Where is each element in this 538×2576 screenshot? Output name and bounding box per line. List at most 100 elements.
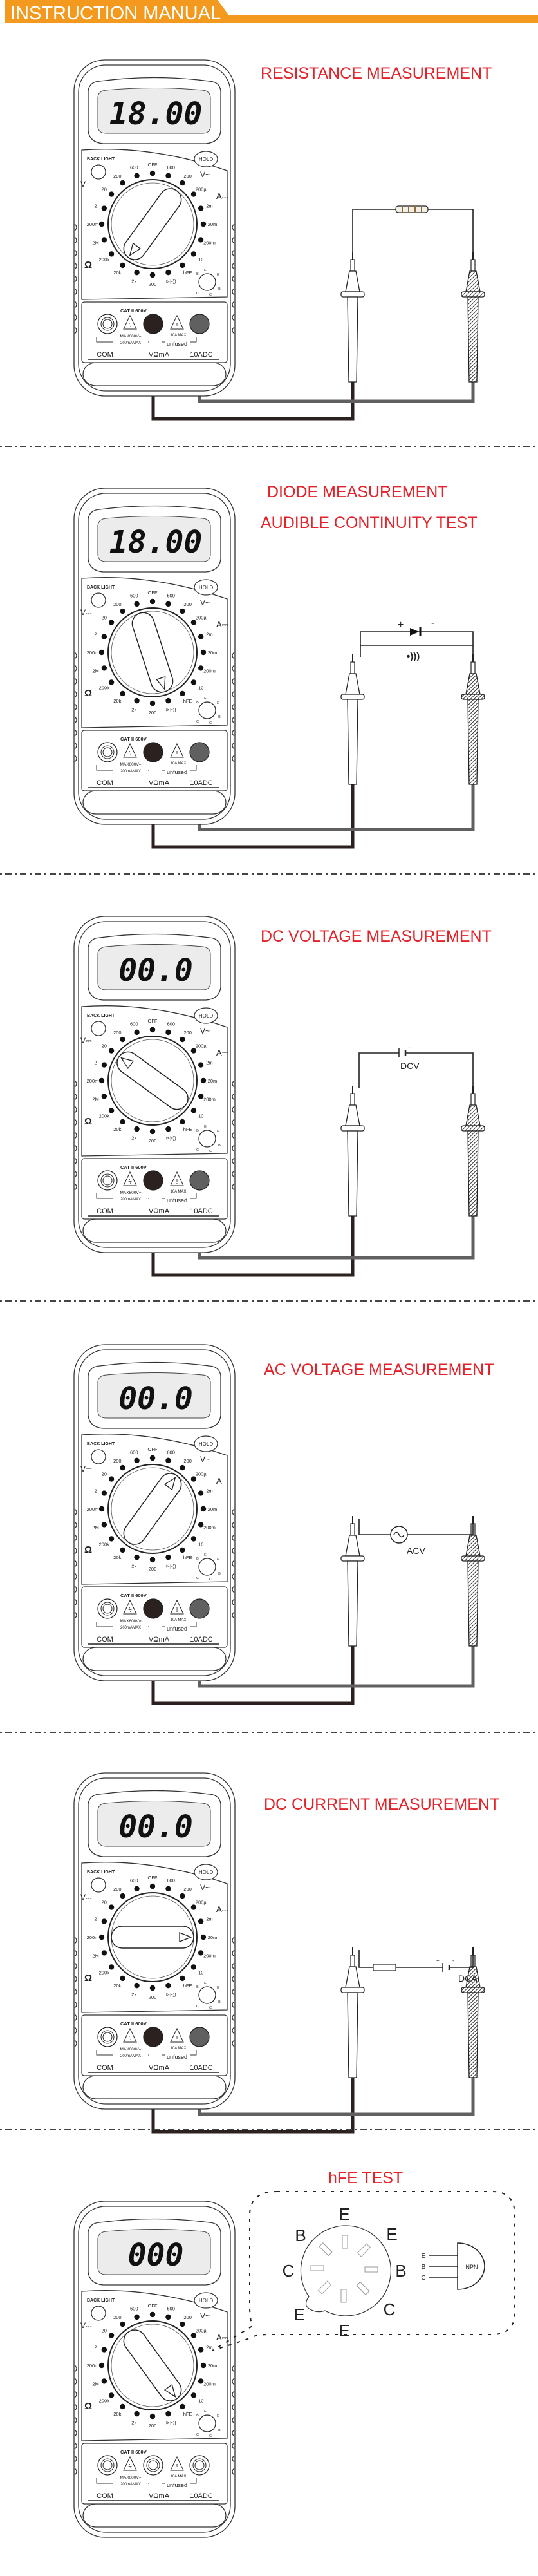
- range-label: 20m: [208, 1935, 218, 1940]
- range-selector-dial[interactable]: [107, 2320, 198, 2410]
- jack-socket: [189, 314, 210, 334]
- 10a-jack[interactable]: [189, 742, 210, 762]
- hold-button[interactable]: HOLD: [194, 1435, 218, 1452]
- black-probe[interactable]: [340, 1516, 365, 1647]
- range-label: 600: [130, 1450, 138, 1455]
- range-dot: [198, 1490, 204, 1496]
- vohm-jack[interactable]: [143, 2455, 163, 2476]
- range-label: 2: [94, 631, 97, 637]
- range-dot: [120, 262, 125, 269]
- range-dot: [120, 608, 125, 614]
- black-probe[interactable]: [340, 1086, 365, 1217]
- vohm-jack[interactable]: [143, 2027, 163, 2047]
- range-dot: [180, 2403, 185, 2410]
- range-dot: [108, 1048, 115, 1054]
- com-jack[interactable]: [97, 2455, 118, 2476]
- black-probe[interactable]: [340, 252, 365, 383]
- range-selector-dial[interactable]: [107, 1036, 198, 1126]
- range-dot: [149, 1128, 156, 1135]
- red-probe[interactable]: [461, 252, 485, 383]
- grip-notch-left: [74, 2040, 77, 2047]
- range-dot: [180, 690, 185, 697]
- com-jack[interactable]: [97, 742, 118, 762]
- grip-notch-left: [74, 327, 77, 334]
- com-jack[interactable]: [97, 2027, 118, 2047]
- hfe-socket-pin-label: E: [204, 1125, 207, 1129]
- backlight-button[interactable]: [91, 2306, 106, 2321]
- header-banner: INSTRUCTION MANUAL: [5, 0, 538, 24]
- probe-flange: [340, 1125, 365, 1132]
- range-dot: [200, 1077, 207, 1084]
- grip-notch-left: [74, 1547, 77, 1555]
- vohm-jack[interactable]: [143, 1170, 163, 1191]
- range-dot: [101, 1490, 107, 1496]
- grip-notch-left: [74, 1093, 77, 1101]
- caution-warning-icon: !: [170, 314, 184, 330]
- range-dot: [190, 1964, 197, 1970]
- hfe-socket: [198, 273, 216, 291]
- knob-pointer-icon: [129, 242, 142, 256]
- range-label: ⊳|•)): [166, 1135, 176, 1141]
- vohm-jack[interactable]: [143, 742, 163, 762]
- range-dot: [120, 1036, 125, 1043]
- com-jack[interactable]: [97, 1170, 118, 1191]
- knob-grip: [123, 2329, 182, 2401]
- red-probe[interactable]: [461, 1516, 485, 1647]
- range-label: 20k: [113, 1126, 121, 1132]
- range-selector-dial[interactable]: [107, 607, 198, 697]
- probe-guard: [465, 1104, 481, 1126]
- knob-pointer-icon: [163, 1477, 176, 1491]
- red-probe[interactable]: [461, 1947, 485, 2078]
- com-jack[interactable]: [97, 1598, 118, 1619]
- range-selector-dial[interactable]: [107, 179, 198, 269]
- red-probe[interactable]: [461, 654, 485, 785]
- grip-notch-right: [232, 1949, 235, 1957]
- backlight-button[interactable]: [91, 1449, 106, 1464]
- 10a-jack[interactable]: [189, 314, 210, 334]
- backlight-button[interactable]: [91, 1021, 106, 1036]
- grip-notch-left: [74, 652, 77, 659]
- com-label: COM: [97, 1208, 113, 1215]
- probe-guard: [465, 270, 481, 292]
- hold-button[interactable]: HOLD: [194, 151, 218, 167]
- black-probe[interactable]: [340, 654, 365, 785]
- red-probe[interactable]: [461, 1086, 485, 1217]
- 10a-jack[interactable]: [189, 2455, 210, 2476]
- backlight-button[interactable]: [91, 592, 106, 608]
- range-label: 200m: [203, 668, 216, 674]
- probe-handle: [347, 699, 358, 785]
- hold-button[interactable]: HOLD: [194, 1007, 218, 1024]
- grip-notch-right: [232, 1547, 235, 1555]
- vohm-jack[interactable]: [143, 1598, 163, 1619]
- backlight-button[interactable]: [91, 1877, 106, 1893]
- hfe-socket-pin-label: C: [209, 2434, 212, 2438]
- range-dot: [108, 1904, 115, 1910]
- caution-warning-icon-triangle: [170, 314, 184, 330]
- range-selector-dial[interactable]: [107, 1892, 198, 1982]
- 10a-jack[interactable]: [189, 2027, 210, 2047]
- hfe-socket-pin-label: E: [217, 273, 219, 277]
- range-label: ⊳|•)): [166, 278, 176, 284]
- lcd-reading: 000: [128, 2237, 184, 2273]
- black-probe[interactable]: [340, 1947, 365, 2078]
- backlight-button[interactable]: [91, 164, 106, 180]
- range-selector-dial[interactable]: [107, 1464, 198, 1554]
- 10a-jack[interactable]: [189, 1598, 210, 1619]
- range-dot: [98, 1934, 105, 1940]
- lcd-reading: 00.0: [118, 1809, 193, 1845]
- probe-handle: [347, 296, 358, 383]
- hold-button[interactable]: HOLD: [194, 579, 218, 596]
- circuit-wire: [358, 1950, 474, 1968]
- max-voltage-label: MAX600V=: [120, 2476, 141, 2480]
- grip-notch-left: [74, 288, 77, 296]
- com-jack[interactable]: [97, 314, 118, 334]
- grip-notch-right: [232, 2455, 235, 2463]
- 10a-jack[interactable]: [189, 1170, 210, 1191]
- high-voltage-warning-icon-glyph: ϟ: [128, 2463, 132, 2470]
- circuit-wire: [358, 1519, 474, 1535]
- hold-button[interactable]: HOLD: [194, 2292, 218, 2309]
- vohm-jack[interactable]: [143, 314, 163, 334]
- hold-button[interactable]: HOLD: [194, 1864, 218, 1880]
